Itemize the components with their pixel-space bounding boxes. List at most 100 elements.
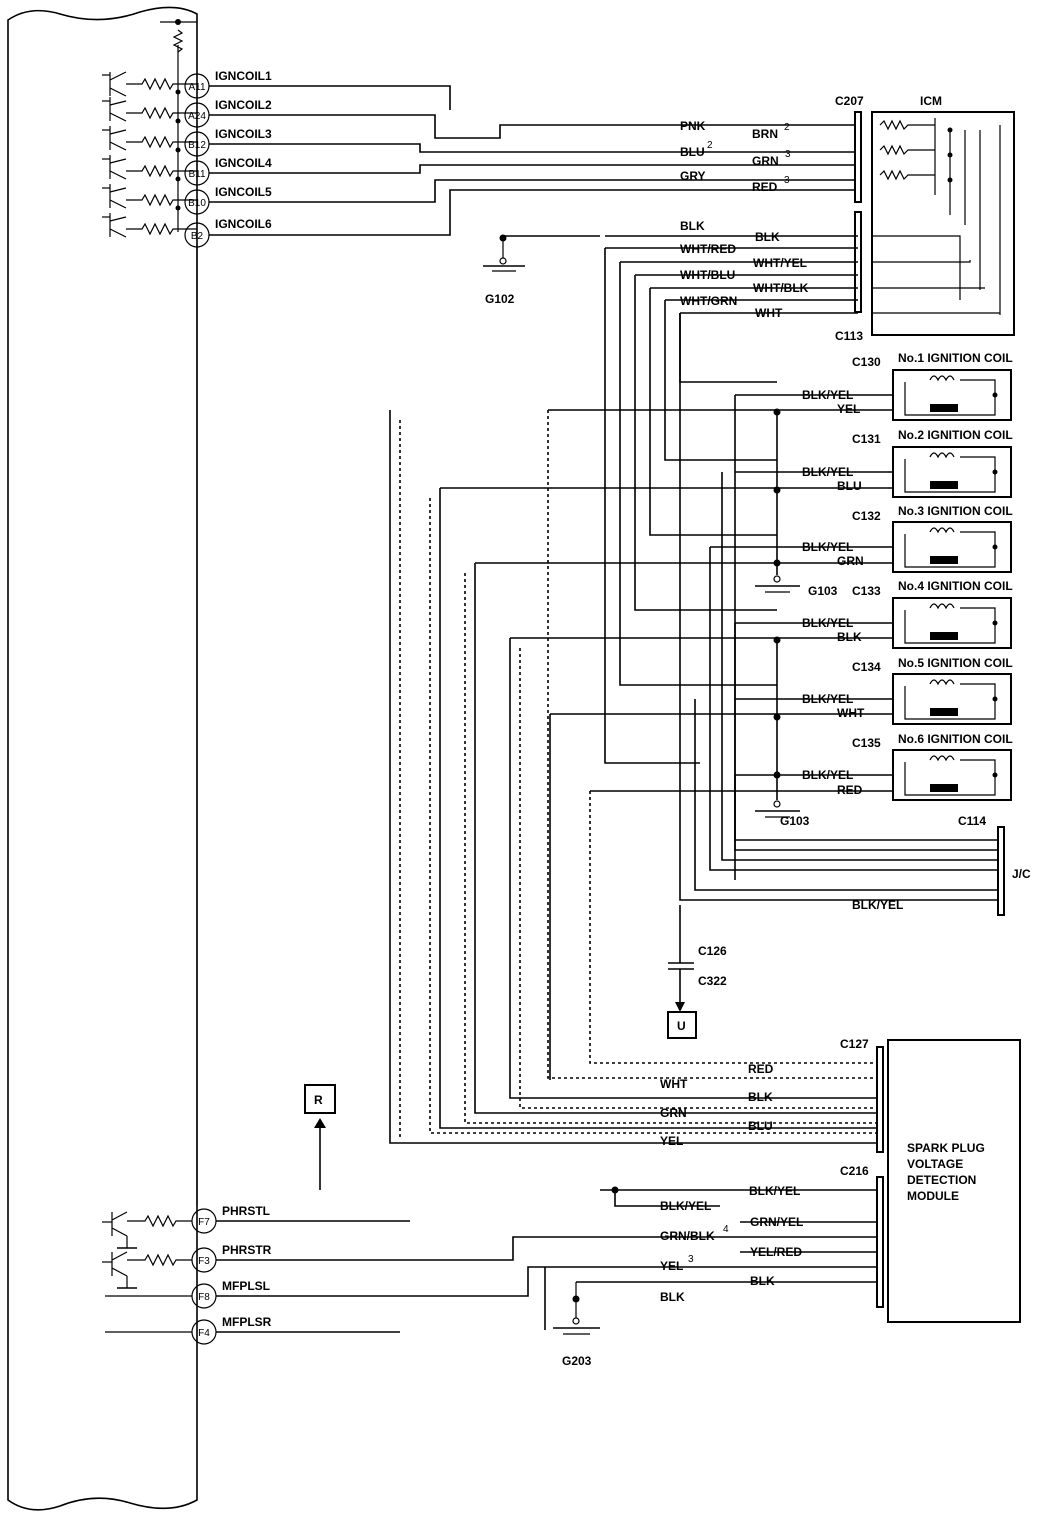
c216-grn-yel: GRN/YEL (750, 1215, 803, 1229)
u-label: U (677, 1019, 686, 1033)
module-c127: C127 (840, 1037, 869, 1051)
signal-igncoil4: IGNCOIL4 (215, 156, 272, 170)
wire-wht: WHT (755, 306, 783, 320)
ecm-signal-labels: IGNCOIL1 IGNCOIL2 IGNCOIL3 IGNCOIL4 IGNC… (215, 69, 272, 1329)
icm-bottom-wires: BLK BLK WHT/RED WHT/YEL WHT/BLU WHT/BLK … (605, 219, 1000, 320)
module-line4: MODULE (907, 1189, 959, 1203)
c216-blk-yel-a: BLK/YEL (749, 1184, 800, 1198)
coil5-w2: WHT (837, 706, 865, 720)
icm-connector-c207: C207 (835, 94, 864, 108)
icm-top-labels: PNK BRN 2 BLU 2 GRN 3 GRY RED 3 (680, 119, 791, 194)
r-label: R (314, 1093, 323, 1107)
coil3-connector: C132 (852, 509, 881, 523)
wire-brn-sup: 2 (784, 122, 790, 133)
c216-yel: YEL (660, 1259, 683, 1273)
ecm-ign-drivers (102, 45, 198, 1205)
wire-brn: BRN (752, 127, 778, 141)
u-c126: C126 (698, 944, 727, 958)
wire-gry: GRY (680, 169, 706, 183)
pin-f7: F7 (198, 1217, 210, 1228)
wire-grn-sup: 3 (785, 149, 791, 160)
c216-yel-red: YEL/RED (750, 1245, 802, 1259)
ground-g203-label: G203 (562, 1354, 592, 1368)
coil1-connector: C130 (852, 355, 881, 369)
jc-connector: C114 (958, 814, 986, 828)
wire-blu-sup: 2 (707, 140, 713, 151)
wire-wht-blk: WHT/BLK (753, 281, 809, 295)
c216-grn-blk: GRN/BLK (660, 1229, 715, 1243)
signal-phrstl: PHRSTL (222, 1204, 270, 1218)
coil2-connector: C131 (852, 432, 881, 446)
pin-f8: F8 (198, 1292, 210, 1303)
c127-yel: YEL (660, 1134, 683, 1148)
signal-igncoil3: IGNCOIL3 (215, 127, 272, 141)
module-c216: C216 (840, 1164, 869, 1178)
ecm-pins: A11 A24 B12 B11 B10 B2 F7 F3 F8 F4 (184, 73, 217, 1345)
signal-mfplsl: MFPLSL (222, 1279, 270, 1293)
module-line1: SPARK PLUG (907, 1141, 985, 1155)
ignition-coils: No.1 IGNITION COIL No.2 IGNITION COIL No… (440, 248, 1013, 801)
ground-g102-label: G102 (485, 292, 515, 306)
wire-blk-a: BLK (680, 219, 705, 233)
wire-blu: BLU (680, 145, 705, 159)
wire-pnk: PNK (680, 119, 706, 133)
c216-wires: BLK/YEL BLK/YEL GRN/YEL GRN/BLK 4 YEL/RE… (216, 1184, 877, 1333)
u-c322: C322 (698, 974, 727, 988)
coil1-w2: YEL (837, 402, 860, 416)
c216-yel-sup: 3 (688, 1254, 694, 1265)
c216-blk-b: BLK (660, 1290, 685, 1304)
icm-module: ICM C207 C113 (835, 94, 1015, 343)
u-connector: U C126 C322 (667, 905, 727, 1039)
jc-label: J/C (1012, 867, 1031, 881)
c127-blu: BLU (748, 1119, 773, 1133)
coil4-connector: C133 (852, 584, 881, 598)
ecm-pullup (160, 19, 197, 53)
ground-g203: G203 (553, 1281, 720, 1368)
icm-connector-c113: C113 (835, 329, 863, 343)
c127-red: RED (748, 1062, 774, 1076)
coil2-title: No.2 IGNITION COIL (898, 428, 1013, 442)
coil4-title: No.4 IGNITION COIL (898, 579, 1013, 593)
wire-wht-grn: WHT/GRN (680, 294, 737, 308)
signal-phrstr: PHRSTR (222, 1243, 272, 1257)
ecm-body (7, 6, 198, 1511)
coil4-w2: BLK (837, 630, 862, 644)
pin-b12: B12 (188, 140, 206, 151)
module-line3: DETECTION (907, 1173, 976, 1187)
coil1-title: No.1 IGNITION COIL (898, 351, 1013, 365)
signal-igncoil1: IGNCOIL1 (215, 69, 272, 83)
wire-wht-yel: WHT/YEL (753, 256, 807, 270)
wire-red-top: RED (752, 180, 778, 194)
jc-wire: BLK/YEL (852, 898, 903, 912)
wire-blk-b: BLK (755, 230, 780, 244)
c216-grn-blk-sup: 4 (723, 1224, 729, 1235)
module-line2: VOLTAGE (907, 1157, 963, 1171)
c216-blk-yel-b: BLK/YEL (660, 1199, 711, 1213)
ground-g103b-label: G103 (780, 814, 810, 828)
ground-g103a-label: G103 (808, 584, 838, 598)
ground-g102: G102 (483, 234, 600, 306)
c127-wht: WHT (660, 1077, 688, 1091)
c127-blk: BLK (748, 1090, 773, 1104)
wire-wht-red: WHT/RED (680, 242, 736, 256)
signal-igncoil5: IGNCOIL5 (215, 185, 272, 199)
junction-connector: J/C C114 BLK/YEL (679, 313, 1031, 916)
pin-b11: B11 (188, 169, 205, 180)
coil2-w2: BLU (837, 479, 862, 493)
coil6-title: No.6 IGNITION COIL (898, 732, 1013, 746)
c127-wires: RED WHT BLK GRN BLU YEL (389, 410, 877, 1148)
ecm-to-icm-wires (209, 85, 858, 236)
pin-f4: F4 (198, 1328, 210, 1339)
pin-b10: B10 (188, 198, 206, 209)
coil3-title: No.3 IGNITION COIL (898, 504, 1013, 518)
spark-plug-module: SPARK PLUG VOLTAGE DETECTION MODULE C127… (840, 1037, 1021, 1323)
coil6-connector: C135 (852, 736, 881, 750)
signal-igncoil6: IGNCOIL6 (215, 217, 272, 231)
pin-b2: B2 (191, 231, 204, 242)
signal-igncoil2: IGNCOIL2 (215, 98, 272, 112)
signal-mfplsr: MFPLSR (222, 1315, 272, 1329)
wire-red-sup: 3 (784, 175, 790, 186)
pin-f3: F3 (198, 1256, 210, 1267)
coil3-w2: GRN (837, 554, 864, 568)
